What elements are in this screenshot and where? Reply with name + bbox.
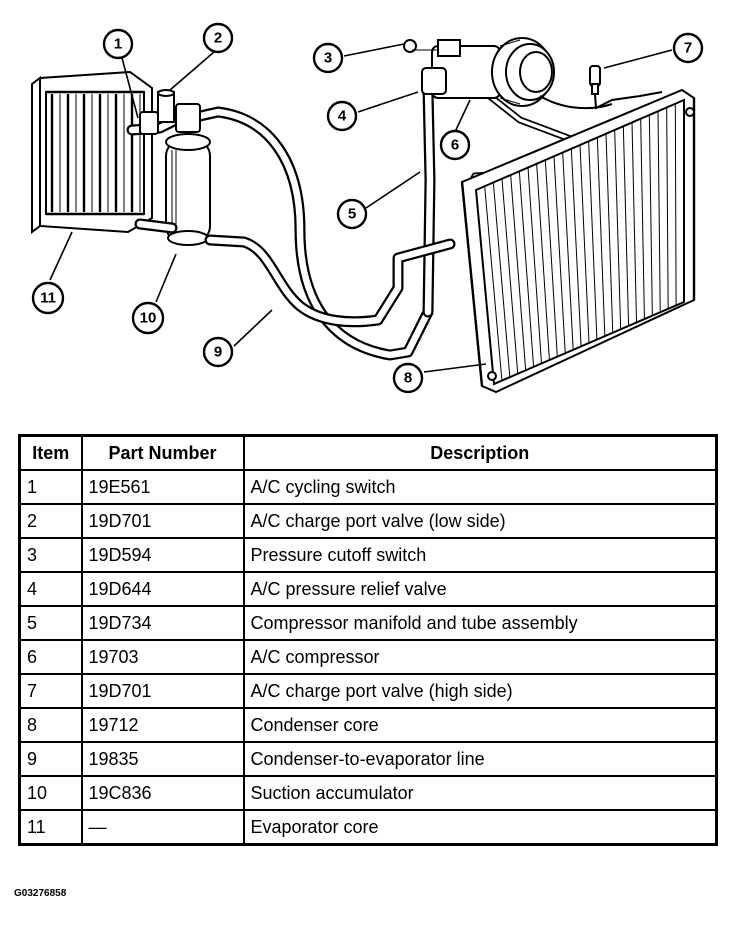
cell-part-number: 19712 (80, 707, 245, 743)
cell-item: 4 (18, 571, 83, 607)
callout-4: 4 (326, 100, 358, 132)
cell-item: 2 (18, 503, 83, 539)
cell-description: A/C cycling switch (242, 469, 718, 505)
column-header-description: Description (242, 434, 718, 471)
cell-item: 10 (18, 775, 83, 811)
ac-compressor (403, 37, 555, 107)
svg-text:9: 9 (214, 344, 222, 361)
callout-8: 8 (392, 362, 424, 394)
cell-part-number: 19C836 (80, 775, 245, 811)
cell-item: 1 (18, 469, 83, 505)
figure-code: G03276858 (14, 888, 67, 899)
callout-1: 1 (102, 28, 134, 60)
cell-description: Condenser core (242, 707, 718, 743)
leader-lines (49, 43, 673, 373)
callout-9: 9 (202, 336, 234, 368)
cell-part-number: 19E561 (80, 469, 245, 505)
callout-6: 6 (439, 129, 471, 161)
svg-text:10: 10 (140, 310, 157, 327)
svg-text:7: 7 (684, 40, 692, 57)
cell-item: 6 (18, 639, 83, 675)
cell-part-number: 19703 (80, 639, 245, 675)
callout-5: 5 (336, 198, 368, 230)
condenser-core (460, 88, 696, 394)
callout-10: 10 (131, 301, 165, 335)
cell-description: Condenser-to-evaporator line (242, 741, 718, 777)
cell-part-number: 19D594 (80, 537, 245, 573)
svg-text:2: 2 (214, 30, 222, 47)
cell-description: A/C pressure relief valve (242, 571, 718, 607)
high-side-charge-port (539, 65, 663, 110)
cell-part-number: 19D701 (80, 503, 245, 539)
callout-7: 7 (672, 32, 704, 64)
cell-part-number: 19D644 (80, 571, 245, 607)
svg-text:4: 4 (338, 108, 347, 125)
cell-description: Pressure cutoff switch (242, 537, 718, 573)
svg-text:5: 5 (348, 206, 356, 223)
cell-description: A/C compressor (242, 639, 718, 675)
cell-part-number: 19D701 (80, 673, 245, 709)
column-header-item: Item (18, 434, 83, 471)
svg-text:1: 1 (114, 36, 122, 53)
cell-part-number: 19835 (80, 741, 245, 777)
ac-system-diagram: 1 2 3 4 5 6 7 8 9 10 11 (31, 22, 704, 394)
svg-text:8: 8 (404, 370, 412, 387)
cell-description: A/C charge port valve (low side) (242, 503, 718, 539)
cell-item: 9 (18, 741, 83, 777)
table-header-row: Item Part Number Description (18, 434, 718, 471)
cell-part-number: 19D734 (80, 605, 245, 641)
cell-item: 8 (18, 707, 83, 743)
accumulator-fittings (139, 89, 201, 135)
cell-description: Compressor manifold and tube assembly (242, 605, 718, 641)
callout-3: 3 (312, 42, 344, 74)
cell-description: Evaporator core (242, 809, 718, 846)
evaporator-core (31, 70, 153, 234)
cell-description: A/C charge port valve (high side) (242, 673, 718, 709)
cell-item: 5 (18, 605, 83, 641)
cell-item: 11 (18, 809, 83, 846)
callout-11: 11 (31, 281, 65, 315)
svg-text:6: 6 (451, 137, 459, 154)
cell-part-number: — (80, 809, 245, 846)
callout-2: 2 (202, 22, 234, 54)
suction-accumulator (165, 133, 211, 246)
cell-description: Suction accumulator (242, 775, 718, 811)
cell-item: 7 (18, 673, 83, 709)
column-header-part-number: Part Number (80, 434, 245, 471)
svg-text:3: 3 (324, 50, 332, 67)
cell-item: 3 (18, 537, 83, 573)
table-row: 11—Evaporator core (18, 809, 718, 846)
svg-text:11: 11 (40, 290, 56, 307)
